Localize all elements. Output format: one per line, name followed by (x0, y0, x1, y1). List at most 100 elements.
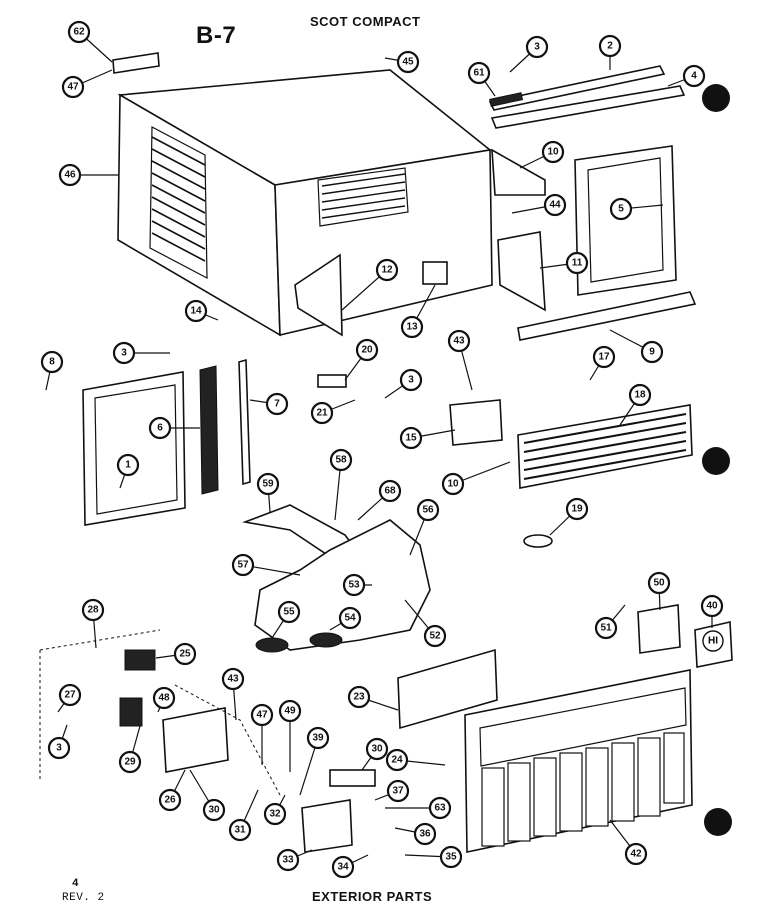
callout-number: 3 (408, 375, 414, 386)
callout-number: 58 (335, 455, 347, 466)
callout-number: 13 (406, 322, 418, 333)
callout-number: 19 (571, 504, 583, 515)
top-trim-strip (112, 52, 160, 74)
callout-33: 33 (276, 848, 300, 872)
callout-number: 47 (67, 82, 79, 93)
callout-39: 39 (306, 726, 330, 750)
callout-3: 3 (399, 368, 423, 392)
section-code: B-7 (196, 22, 237, 49)
callout-68: 68 (378, 479, 402, 503)
plate-13 (422, 261, 448, 285)
callout-53: 53 (342, 573, 366, 597)
callout-number: 57 (237, 560, 249, 571)
callout-number: 10 (447, 479, 459, 490)
registration-dots (702, 84, 732, 836)
callout-62: 62 (67, 20, 91, 44)
callout-40: 40 (700, 594, 724, 618)
callout-number: 35 (445, 852, 457, 863)
callout-49: 49 (278, 699, 302, 723)
callout-47: 47 (61, 75, 85, 99)
callout-number: 63 (434, 803, 446, 814)
callout-55: 55 (277, 600, 301, 624)
frame-50 (637, 604, 681, 654)
callout-number: 5 (618, 204, 624, 215)
callout-number: 62 (73, 27, 85, 38)
callout-35: 35 (439, 845, 463, 869)
callout-8: 8 (40, 350, 64, 374)
callout-number: 4 (691, 71, 697, 82)
bracket-20 (317, 374, 347, 388)
callout-number: 9 (649, 347, 655, 358)
callout-61: 61 (467, 61, 491, 85)
callout-3: 3 (112, 341, 136, 365)
callout-number: 44 (549, 200, 561, 211)
callout-42: 42 (624, 842, 648, 866)
callout-19: 19 (565, 497, 589, 521)
revision-label: REV. 2 (62, 892, 105, 904)
callout-28: 28 (81, 598, 105, 622)
callout-number: 50 (653, 578, 665, 589)
callout-number: 46 (64, 170, 76, 181)
callout-13: 13 (400, 315, 424, 339)
callout-37: 37 (386, 779, 410, 803)
bracket-15 (449, 399, 503, 446)
side-panel-12 (294, 253, 343, 337)
callout-number: 18 (634, 390, 646, 401)
callout-number: 11 (572, 258, 583, 269)
callout-number: 33 (282, 855, 294, 866)
side-louvers (149, 126, 208, 280)
page-number: 4 (72, 878, 80, 890)
side-panel-11 (497, 231, 546, 312)
callout-number: 27 (64, 690, 76, 701)
model-title: SCOT COMPACT (310, 14, 421, 29)
callout-number: 49 (284, 706, 296, 717)
callout-50: 50 (647, 571, 671, 595)
terminal-block-30 (329, 769, 376, 787)
callout-number: 36 (419, 829, 431, 840)
callout-32: 32 (263, 802, 287, 826)
callout-7: 7 (265, 392, 289, 416)
callout-number: 6 (157, 423, 163, 434)
hi-badge-label: HI (708, 636, 718, 647)
callout-5: 5 (609, 197, 633, 221)
callout-10: 10 (441, 472, 465, 496)
strip-7 (238, 358, 251, 486)
callout-number: 43 (453, 336, 465, 347)
callout-58: 58 (329, 448, 353, 472)
callout-number: 28 (87, 605, 99, 616)
callout-number: 20 (361, 345, 373, 356)
callout-57: 57 (231, 553, 255, 577)
callout-number: 55 (283, 607, 295, 618)
callout-number: 1 (125, 460, 131, 471)
callout-14: 14 (184, 299, 208, 323)
callout-2: 2 (598, 34, 622, 58)
callout-18: 18 (628, 383, 652, 407)
callout-26: 26 (158, 788, 182, 812)
callout-47: 47 (250, 703, 274, 727)
callout-number: 30 (208, 805, 220, 816)
callout-48: 48 (152, 686, 176, 710)
callout-number: 24 (391, 755, 403, 766)
callout-number: 3 (56, 743, 62, 754)
callout-number: 30 (371, 744, 383, 755)
callout-number: 14 (190, 306, 202, 317)
callout-3: 3 (525, 35, 549, 59)
callout-59: 59 (256, 472, 280, 496)
filter-23 (397, 648, 498, 730)
callout-number: 34 (337, 862, 349, 873)
callout-number: 52 (429, 631, 441, 642)
callout-44: 44 (543, 193, 567, 217)
callout-number: 31 (234, 825, 246, 836)
bottom-rail-9 (517, 291, 697, 341)
callout-34: 34 (331, 855, 355, 879)
callout-12: 12 (375, 258, 399, 282)
callout-number: 23 (353, 692, 365, 703)
callout-number: 7 (274, 399, 280, 410)
callout-10: 10 (541, 140, 565, 164)
callout-number: 25 (179, 649, 191, 660)
callout-number: 43 (227, 674, 239, 685)
side-panel-10 (491, 148, 546, 196)
callout-number: 56 (422, 505, 434, 516)
callout-9: 9 (640, 340, 664, 364)
